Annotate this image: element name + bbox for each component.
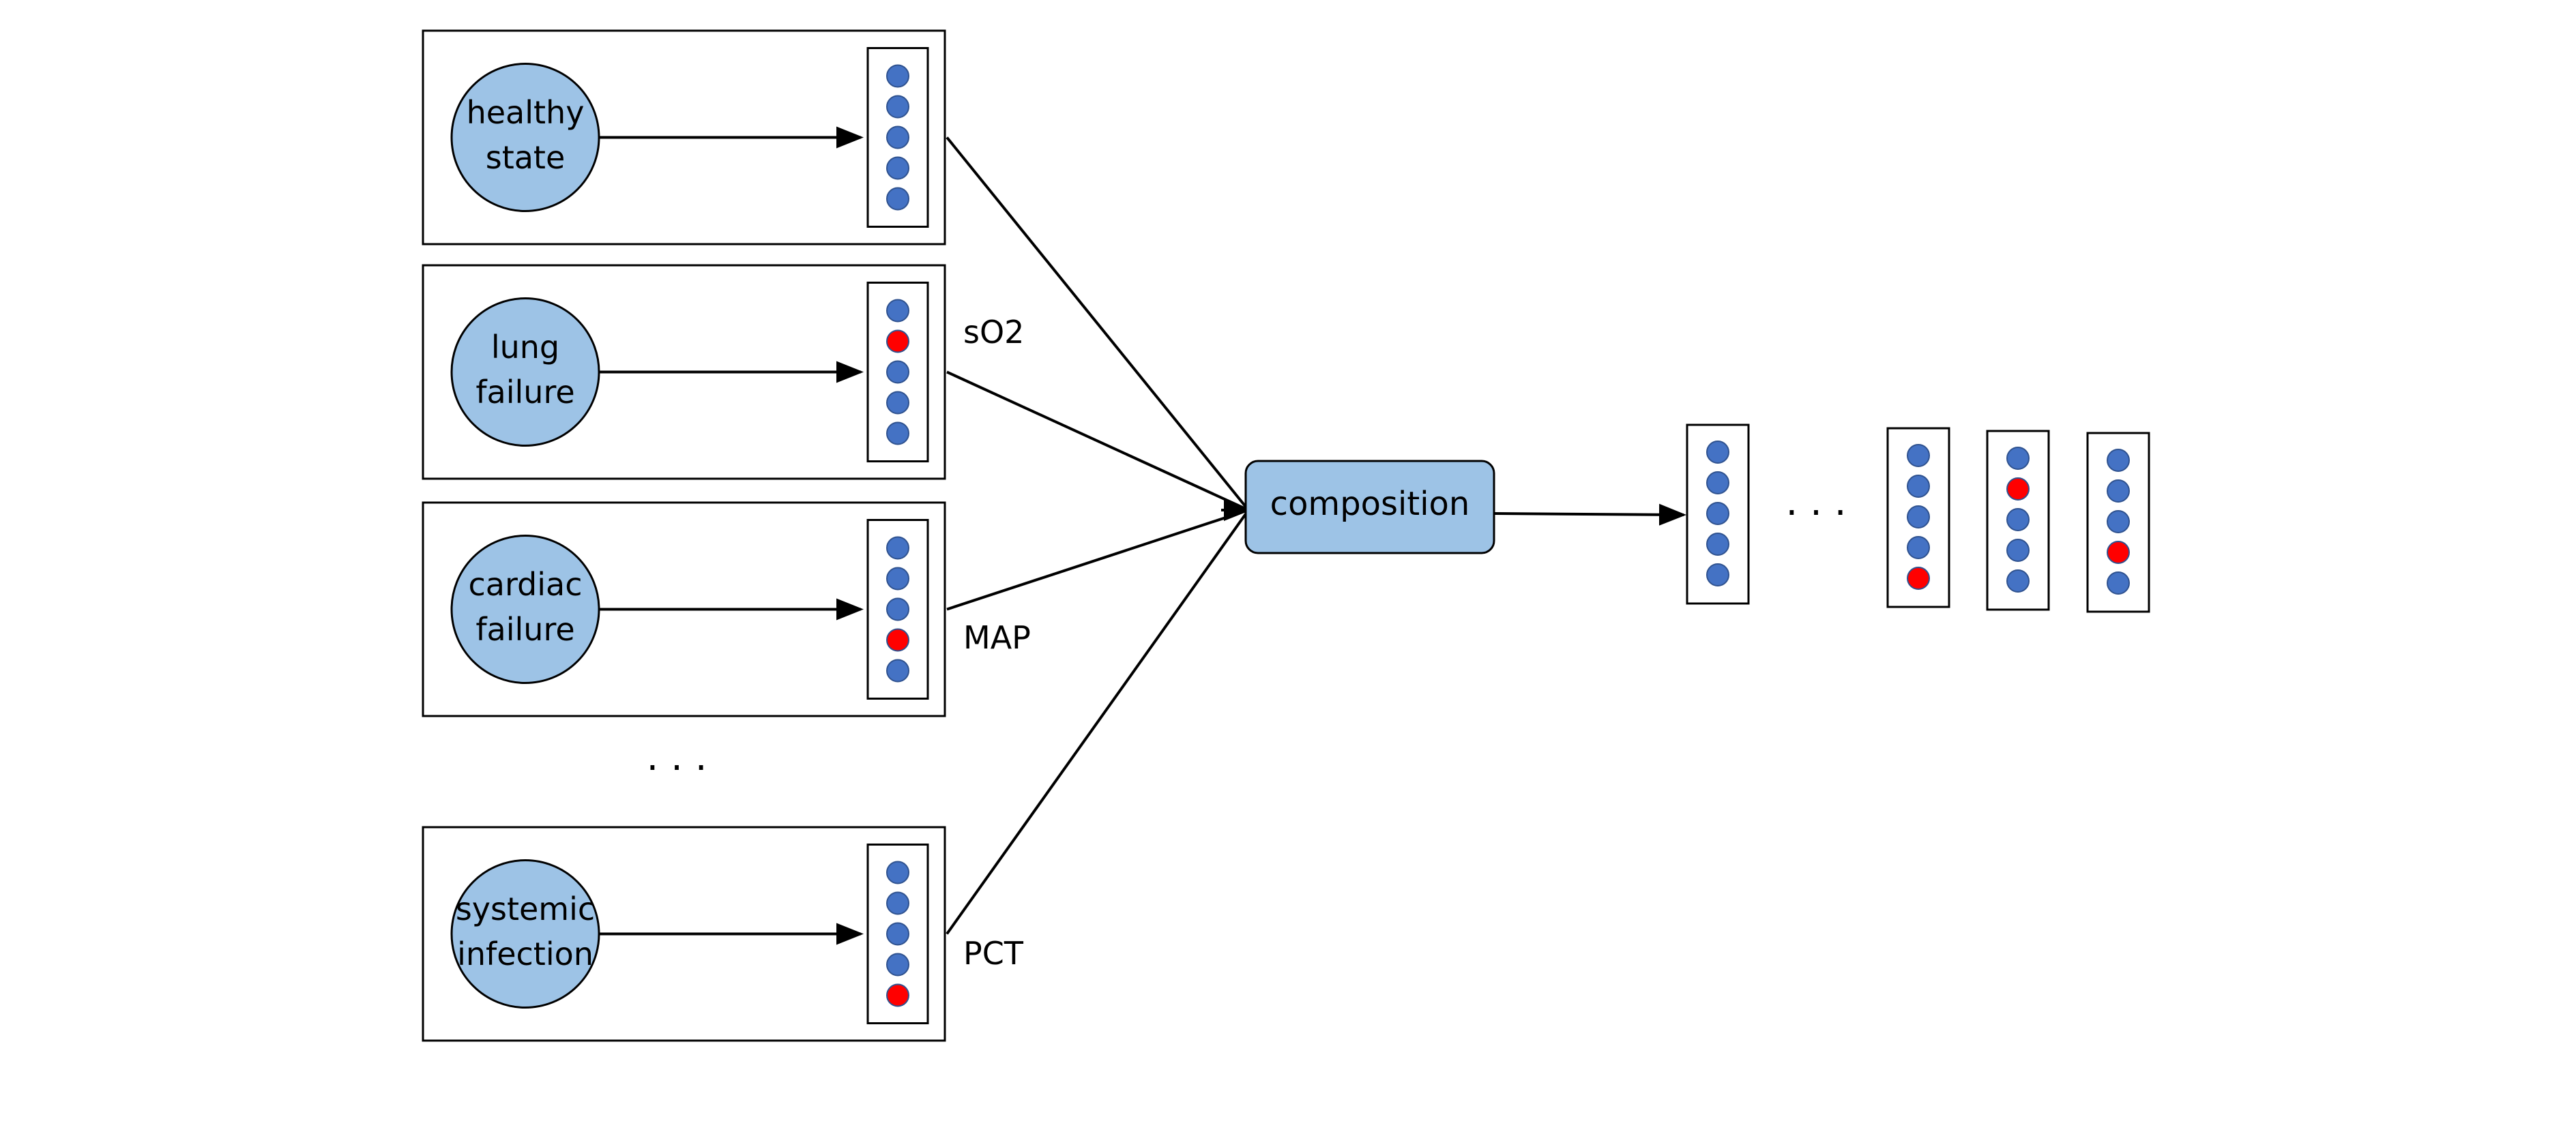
state-to-composition-line [946,136,1250,511]
output-vector-dots [2006,447,2030,593]
state-node [450,297,600,447]
normal-value-dot [1706,471,1729,494]
normal-value-dot [886,953,909,977]
composition-to-output-arrow [1493,503,1686,526]
normal-value-dot [886,567,909,591]
state-to-composition-line [946,509,1250,935]
normal-value-dot [2107,510,2130,533]
state-to-composition-line [946,509,1249,611]
normal-value-dot [2107,479,2130,503]
normal-value-dot [2107,449,2130,472]
composition-box [1244,460,1495,554]
state-panel [422,826,946,1042]
abnormal-value-dot [886,983,909,1007]
normal-value-dot [2006,508,2030,531]
composition-label: composition [1270,485,1470,523]
normal-value-dot [1907,536,1930,559]
state-panel-frame [422,29,946,245]
state-vector-dots [886,64,909,211]
variable-label: PCT [963,935,1024,972]
normal-value-dot [886,659,909,683]
normal-value-dot [886,156,909,180]
state-vector-dots [886,299,909,445]
state-to-composition-line [946,370,1249,511]
ellipsis-outputs: · · · [1785,491,1846,535]
state-panel [422,264,946,480]
normal-value-dot [1907,444,1930,467]
normal-value-dot [2006,447,2030,470]
state-label-line: cardiac [468,566,582,603]
variable-label: sO2 [963,314,1024,351]
output-vector-dots [2107,449,2130,595]
state-panel-frame [422,826,946,1042]
state-label-line: lung [491,329,559,366]
normal-value-dot [2006,569,2030,593]
normal-value-dot [886,421,909,445]
variable-label: MAP [963,619,1031,656]
normal-value-dot [2006,539,2030,562]
output-vector-dots [1907,444,1930,590]
state-node [450,535,600,684]
state-panel-frame [422,264,946,480]
state-node [450,63,600,212]
abnormal-value-dot [2006,477,2030,501]
state-panel [422,29,946,245]
normal-value-dot [1706,563,1729,586]
normal-value-dot [886,360,909,384]
normal-value-dot [1907,475,1930,498]
abnormal-value-dot [2107,541,2130,564]
normal-value-dot [1706,533,1729,556]
normal-value-dot [886,891,909,915]
abnormal-value-dot [886,329,909,353]
abnormal-value-dot [1907,567,1930,590]
state-vector-dots [886,861,909,1007]
normal-value-dot [886,922,909,946]
normal-value-dot [886,536,909,560]
state-label-line: failure [475,374,574,411]
state-label-line: systemic [456,891,595,927]
state-panel [422,501,946,717]
normal-value-dot [886,597,909,621]
state-label-line: state [486,139,566,176]
state-vector-dots [886,536,909,683]
state-node [450,859,600,1009]
normal-value-dot [2107,571,2130,595]
output-vector-dots [1706,441,1729,586]
state-panel-frame [422,501,946,717]
state-label-line: infection [457,936,594,972]
normal-value-dot [1706,441,1729,464]
normal-value-dot [886,861,909,884]
normal-value-dot [886,187,909,211]
normal-value-dot [1706,502,1729,525]
abnormal-value-dot [886,628,909,652]
normal-value-dot [1907,505,1930,528]
normal-value-dot [886,299,909,323]
normal-value-dot [886,125,909,149]
normal-value-dot [886,95,909,119]
normal-value-dot [886,391,909,415]
state-label-line: failure [475,611,574,648]
ellipsis-states: · · · [646,746,707,790]
normal-value-dot [886,64,909,88]
state-label-line: healthy [467,94,585,131]
